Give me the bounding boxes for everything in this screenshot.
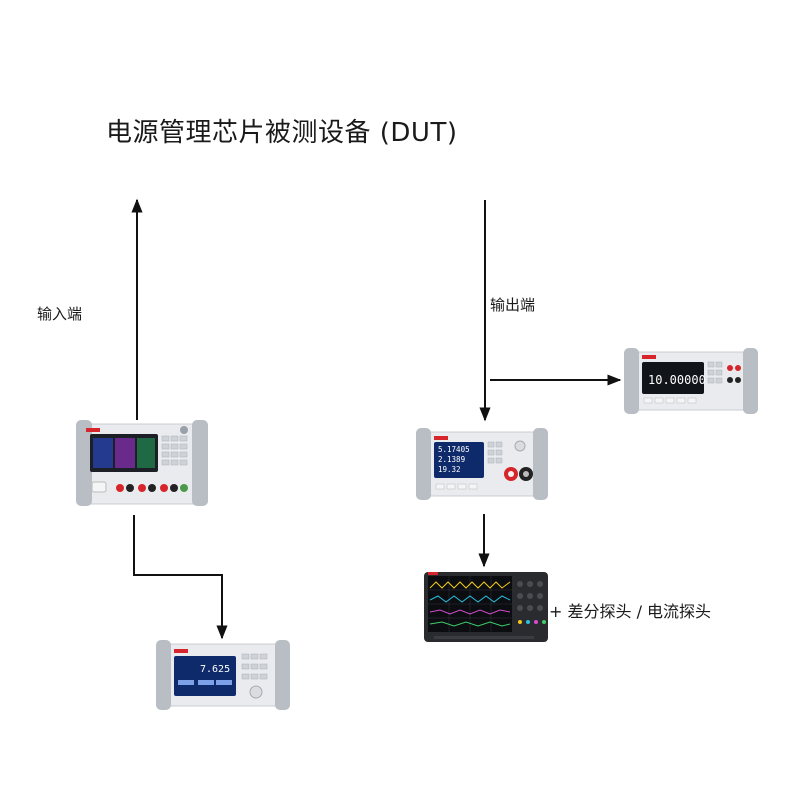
oscilloscope — [424, 570, 548, 644]
load-readout-current: 2.1389 — [438, 455, 465, 464]
arrow-supply-to-analyzer — [134, 515, 222, 638]
multimeter-reading: 10.00000 — [648, 373, 706, 387]
electronic-load: 5.17405 2.1389 19.32 — [416, 428, 548, 500]
digital-multimeter: 10.00000 — [624, 348, 758, 414]
dc-power-supply — [76, 418, 208, 508]
load-readout-voltage: 5.17405 — [438, 445, 470, 454]
analyzer-reading: 7.625 — [200, 664, 230, 675]
load-readout-power: 19.32 — [438, 465, 461, 474]
power-analyzer: 7.625 — [156, 640, 290, 710]
